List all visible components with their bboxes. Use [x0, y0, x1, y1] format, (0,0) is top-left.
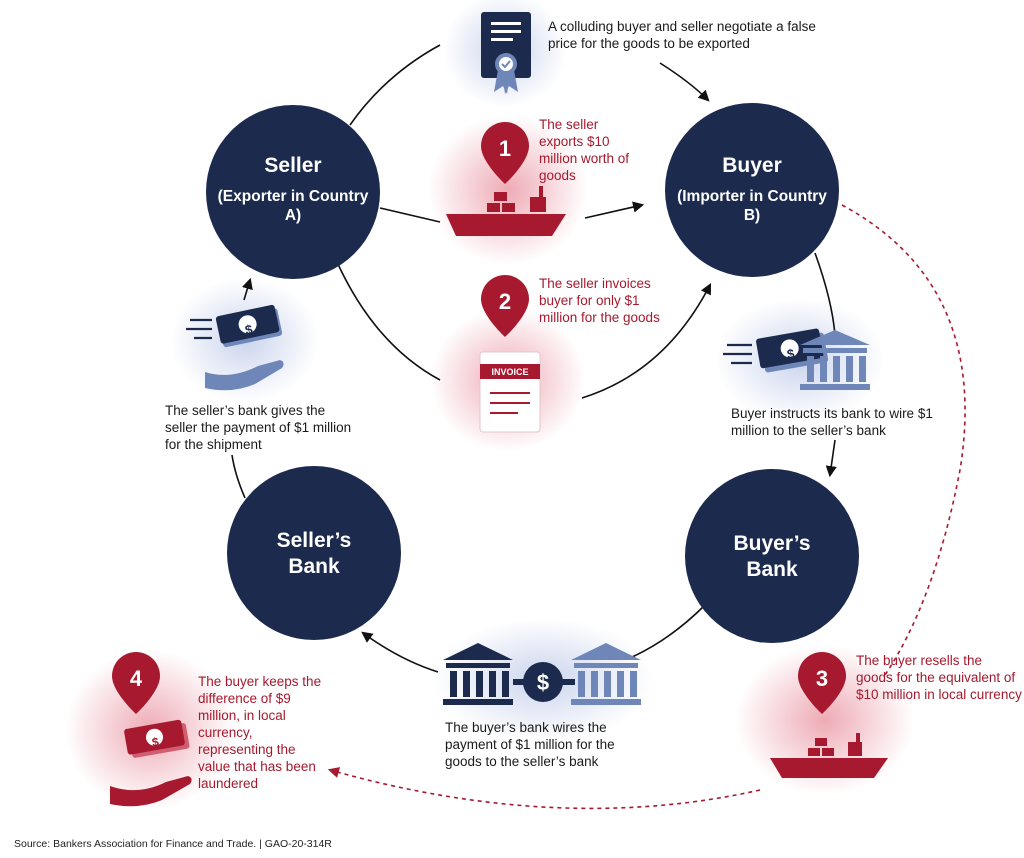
connector-arrow — [584, 201, 645, 219]
buyer-instructs-caption: Buyer instructs its bank to wire $1 mill… — [731, 406, 933, 438]
seller-paid-caption: The seller’s bank gives the seller the p… — [165, 403, 352, 452]
sellers-bank-title: Seller’s Bank — [276, 529, 352, 578]
step-4-number: 4 — [130, 666, 143, 691]
connector-line — [349, 44, 441, 126]
step3-glow — [735, 645, 915, 795]
laundered-money-icon — [110, 719, 192, 807]
step-2-text: The seller invoices buyer for only $1 mi… — [539, 276, 660, 325]
buyer-subtitle: (Importer in Country B) — [677, 188, 827, 224]
money-in-hand-icon — [186, 304, 284, 391]
buyers-bank-building-icon — [443, 643, 513, 705]
connector-line — [814, 252, 836, 336]
money-dollar-sign: $ — [244, 321, 255, 337]
resale-ship-icon — [770, 733, 888, 778]
connector-arrow — [242, 277, 253, 301]
connector-line — [629, 604, 706, 659]
connector-line — [336, 261, 441, 381]
connector-arrow — [825, 439, 837, 478]
source-note: Source: Bankers Association for Finance … — [14, 838, 332, 850]
step-3-pin — [798, 652, 846, 714]
step-3-number: 3 — [816, 666, 828, 691]
seller-subtitle: (Exporter in Country A) — [217, 188, 369, 224]
buyer-title: Buyer — [722, 154, 782, 177]
certificate-icon — [481, 12, 531, 94]
connector-arrow — [581, 283, 712, 399]
money-dollar-sign: $ — [151, 735, 160, 750]
sellers-bank-circle — [227, 466, 401, 640]
connector-line — [379, 207, 441, 223]
negotiate-caption: A colluding buyer and seller negotiate a… — [548, 19, 816, 51]
seller-node: Seller (Exporter in Country A) — [213, 153, 373, 225]
step-4-pin — [112, 652, 160, 714]
step-1-text: The seller exports $10 million worth of … — [539, 117, 630, 183]
seller-title: Seller — [264, 154, 322, 177]
money-dollar-sign: $ — [786, 346, 796, 362]
bank-to-bank-wire-icon — [443, 643, 641, 705]
step-2-pin — [481, 275, 529, 337]
seller-circle — [206, 105, 380, 279]
buyers-bank-title: Buyer’s Bank — [733, 532, 811, 581]
buyer-node: Buyer (Importer in Country B) — [672, 153, 832, 225]
invoice-label: INVOICE — [491, 367, 528, 377]
buyer-circle — [665, 103, 839, 277]
wire-transfer-icon — [723, 328, 870, 390]
step-1-pin — [481, 122, 529, 184]
resale-dashed-path — [841, 204, 966, 676]
sellers-bank-building-icon — [571, 643, 641, 705]
connector-arrow — [361, 631, 439, 673]
step-3-text: The buyer resells the goods for the equi… — [856, 653, 1022, 702]
cargo-ship-icon — [446, 186, 566, 236]
connector-line — [231, 454, 246, 499]
step-2-number: 2 — [499, 289, 511, 314]
invoice-icon — [479, 351, 541, 433]
laundered-dashed-arrow — [327, 767, 761, 810]
buyers-bank-circle — [685, 469, 859, 643]
step-1-number: 1 — [499, 136, 511, 161]
bank-wires-caption: The buyer’s bank wires the payment of $1… — [445, 720, 615, 769]
connector-arrow — [659, 62, 710, 102]
dollar-symbol: $ — [537, 670, 549, 695]
step-4-text: The buyer keeps the difference of $9 mil… — [198, 674, 322, 791]
